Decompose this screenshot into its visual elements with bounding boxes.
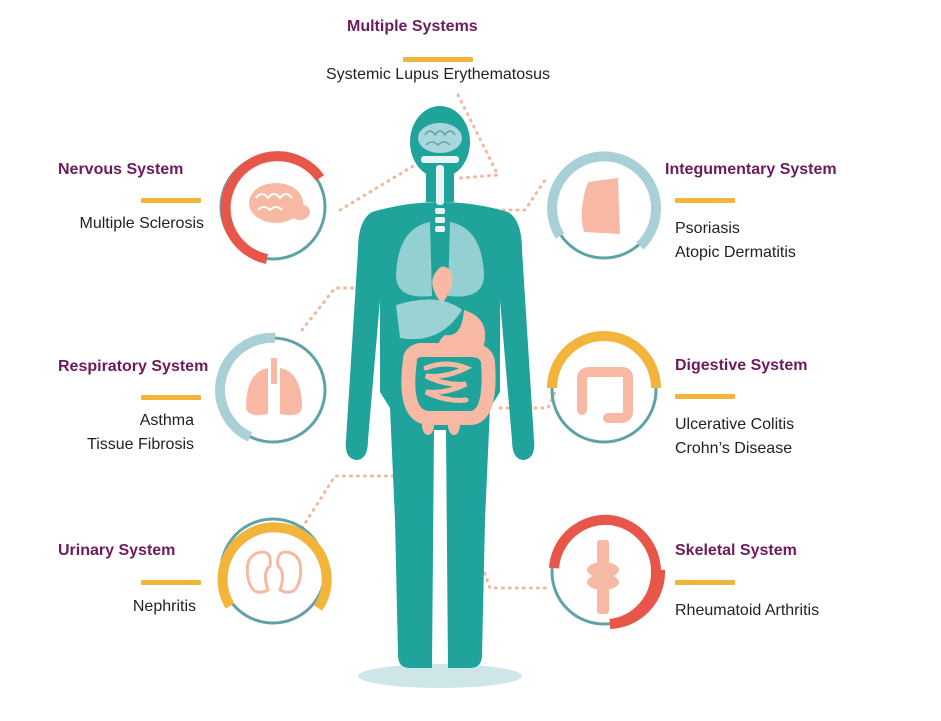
urinary-system-title: Urinary System [58,542,176,559]
urinary-ring [217,517,332,625]
multiple-systems-diseases: Systemic Lupus Erythematosus [313,63,563,87]
brain-icon [249,183,310,223]
integumentary-system-bar [675,198,735,203]
integumentary-system-diseases: Psoriasis Atopic Dermatitis [675,217,796,265]
disease-sle: Systemic Lupus Erythematosus [325,66,551,83]
skeletal-system-bar [675,580,735,585]
digestive-system-diseases: Ulcerative Colitis Crohn’s Disease [675,413,794,461]
ground-shadow [358,664,522,688]
connector-multiple [456,93,501,180]
skeletal-system-title: Skeletal System [675,542,797,559]
integumentary-ring [547,151,662,260]
disease-psoriasis: Psoriasis [675,220,740,237]
liver-organ [396,299,462,340]
disease-nephritis: Nephritis [132,598,196,615]
respiratory-ring [215,332,327,444]
multiple-systems-title: Multiple Systems [347,18,478,35]
spine [435,165,445,232]
connector-integumentary [473,178,547,212]
skeletal-system-diseases: Rheumatoid Arthritis [675,599,819,623]
disease-tissue-fibrosis: Tissue Fibrosis [87,436,194,453]
intestine-icon [577,367,633,423]
respiratory-system-bar [141,395,201,400]
multiple-systems-bar [403,57,473,62]
disease-atopic-dermatitis: Atopic Dermatitis [675,244,796,261]
disease-rheumatoid-arthritis: Rheumatoid Arthritis [675,602,820,619]
digestive-system-title: Digestive System [675,357,808,374]
digestive-system-bar [675,394,735,399]
disease-crohns-disease: Crohn’s Disease [675,440,793,457]
kidneys-icon [245,550,303,594]
kidneys-organ [422,415,460,435]
digestive-ring [547,331,661,444]
brain-organ [418,123,462,163]
integumentary-system-title: Integumentary System [665,161,837,178]
connector-nervous [338,163,417,212]
nervous-system-diseases: Multiple Sclerosis [20,212,204,236]
nervous-system-bar [141,198,201,203]
respiratory-system-title: Respiratory System [58,358,209,375]
disease-asthma: Asthma [139,412,194,429]
disease-multiple-sclerosis: Multiple Sclerosis [79,215,204,232]
lungs-icon [246,358,302,416]
urinary-system-diseases: Nephritis [20,595,196,619]
nervous-ring [219,151,327,264]
intestine-organ [401,343,496,425]
connector-skeletal [478,558,552,590]
heart-organ [432,266,453,304]
respiratory-system-diseases: Asthma Tissue Fibrosis [20,409,194,457]
skin-icon [581,178,620,234]
urinary-system-bar [141,580,201,585]
disease-ulcerative-colitis: Ulcerative Colitis [675,416,795,433]
skeletal-ring [549,514,666,629]
lungs-organ [396,222,484,297]
knee-joint-icon [587,540,619,614]
nervous-system-title: Nervous System [58,161,184,178]
